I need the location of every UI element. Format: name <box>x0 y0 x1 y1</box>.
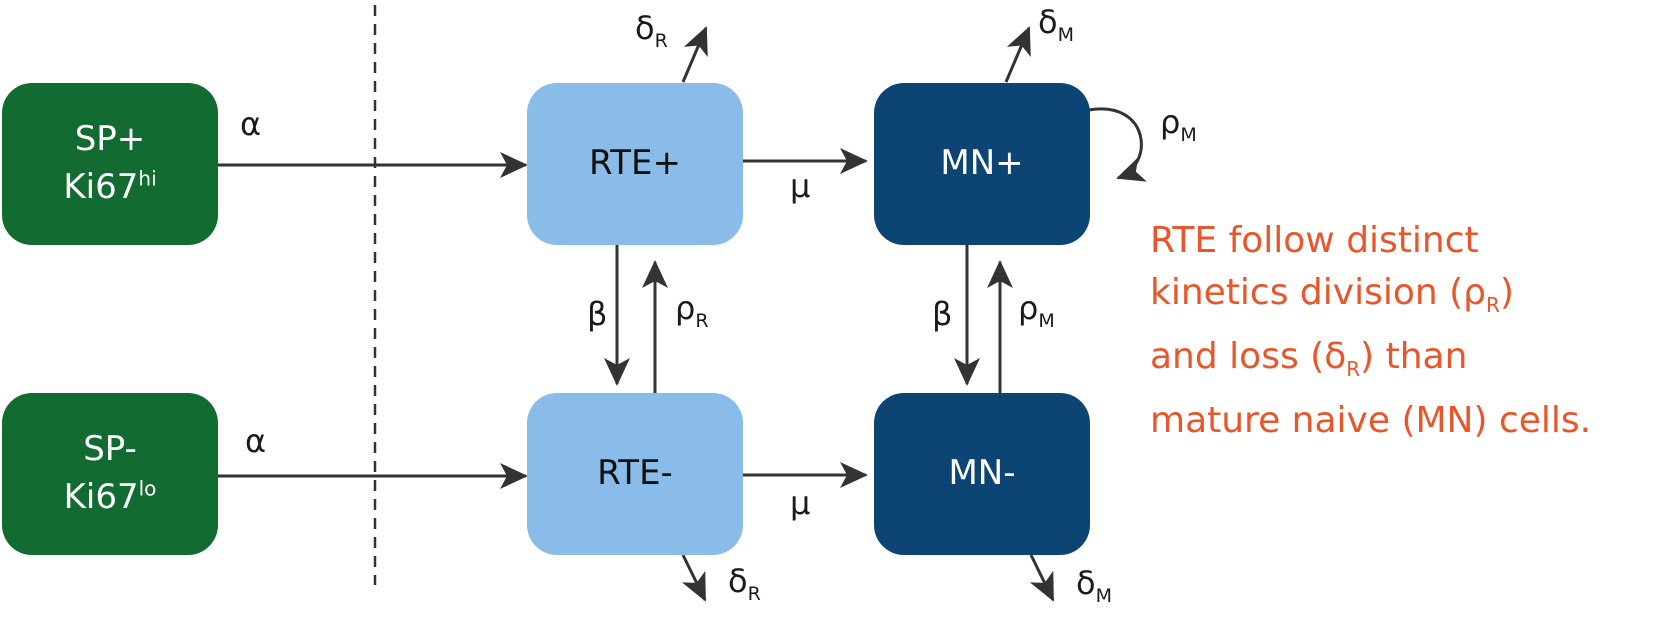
label-mu-bottom: μ <box>790 484 811 522</box>
note-line-3: and loss (δR) than <box>1150 336 1468 381</box>
node-sp-plus-line1: SP+ <box>74 119 146 160</box>
label-delta-rte-bottom: δR <box>728 562 761 605</box>
node-sp-plus: SP+ Ki67hi <box>2 83 218 245</box>
node-sp-minus-line1: SP- <box>83 429 137 470</box>
label-delta-mn-top: δM <box>1038 3 1074 46</box>
arrow-delta-rte-top <box>681 26 708 83</box>
label-delta-mn-bottom: δM <box>1076 564 1112 607</box>
arrow-delta-mn-bottom <box>1029 554 1055 602</box>
arrow-delta-rte-bottom <box>681 554 707 602</box>
annotation-note: RTE follow distinct kinetics division (ρ… <box>1150 215 1670 447</box>
node-rte-minus-label: RTE- <box>597 453 673 494</box>
label-mu-top: μ <box>790 167 811 205</box>
node-mn-minus: MN- <box>874 393 1090 555</box>
node-mn-plus: MN+ <box>874 83 1090 245</box>
node-rte-minus: RTE- <box>527 393 743 555</box>
node-sp-plus-line2: Ki67hi <box>63 166 157 207</box>
note-line-2: kinetics division (ρR) <box>1150 272 1514 317</box>
label-beta-rte: β <box>587 295 608 333</box>
note-line-1: RTE follow distinct <box>1150 220 1479 261</box>
label-beta-mn: β <box>932 295 953 333</box>
arrow-rho-mn-self <box>1088 107 1147 182</box>
note-line-4: mature naive (MN) cells. <box>1150 400 1592 441</box>
label-rho-rte: ρR <box>675 289 709 332</box>
node-mn-minus-label: MN- <box>948 453 1016 494</box>
node-mn-plus-label: MN+ <box>940 143 1024 184</box>
label-alpha-top: α <box>240 105 262 143</box>
node-rte-plus-label: RTE+ <box>589 143 681 184</box>
label-rho-mn-self: ρM <box>1160 103 1197 146</box>
arrow-delta-mn-top <box>1004 26 1031 83</box>
node-rte-plus: RTE+ <box>527 83 743 245</box>
label-alpha-bottom: α <box>245 422 267 460</box>
node-sp-minus: SP- Ki67lo <box>2 393 218 555</box>
label-rho-mn: ρM <box>1018 289 1055 332</box>
node-sp-minus-line2: Ki67lo <box>63 476 157 517</box>
label-delta-rte-top: δR <box>635 9 668 52</box>
